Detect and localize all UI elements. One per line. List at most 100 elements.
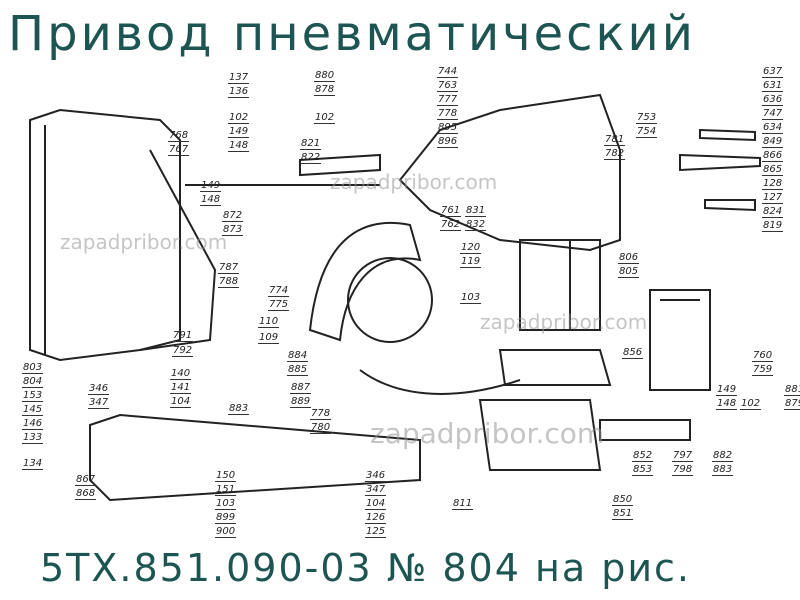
part-label: 791 bbox=[172, 330, 194, 342]
part-label: 806 bbox=[618, 252, 640, 264]
part-label: 146 bbox=[22, 418, 44, 430]
part-label: 868 bbox=[75, 488, 97, 500]
bracket bbox=[139, 149, 217, 351]
watermark: zapadpribor.com bbox=[480, 310, 648, 334]
right-parts bbox=[679, 128, 761, 212]
part-label: 883 bbox=[712, 464, 734, 476]
cylinder bbox=[519, 239, 601, 331]
part-label: 346 bbox=[88, 383, 110, 395]
part-label: 637 bbox=[762, 66, 784, 78]
part-label: 899 bbox=[215, 512, 237, 524]
part-label: 849 bbox=[762, 136, 784, 148]
housing-panel bbox=[29, 108, 181, 362]
part-label: 128 bbox=[762, 178, 784, 190]
part-label: 887 bbox=[290, 382, 312, 394]
part-label: 883 bbox=[228, 403, 250, 415]
part-label: 775 bbox=[268, 299, 290, 311]
drawing-reference: 5ТХ.851.090-03 № 804 на рис. bbox=[40, 546, 691, 590]
part-label: 778 bbox=[310, 408, 332, 420]
part-label: 747 bbox=[762, 108, 784, 120]
part-label: 778 bbox=[437, 108, 459, 120]
part-label: 744 bbox=[437, 66, 459, 78]
plate-821 bbox=[299, 153, 381, 177]
part-label: 822 bbox=[300, 152, 322, 164]
lever-arc bbox=[308, 221, 422, 342]
housing-side bbox=[29, 120, 46, 355]
part-label: 811 bbox=[452, 498, 474, 510]
part-label: 631 bbox=[762, 80, 784, 92]
part-label: 884 bbox=[287, 350, 309, 362]
watermark: zapadpribor.com bbox=[60, 230, 228, 254]
part-label: 145 bbox=[22, 404, 44, 416]
part-label: 804 bbox=[22, 376, 44, 388]
part-label: 754 bbox=[636, 126, 658, 138]
part-label: 831 bbox=[465, 205, 487, 217]
part-label: 792 bbox=[172, 345, 194, 357]
top-valve-body bbox=[398, 93, 621, 252]
part-label: 636 bbox=[762, 94, 784, 106]
part-label: 896 bbox=[437, 136, 459, 148]
part-label: 125 bbox=[365, 526, 387, 538]
part-label: 879 bbox=[784, 398, 800, 410]
part-label: 866 bbox=[762, 150, 784, 162]
part-label: 850 bbox=[612, 494, 634, 506]
part-label: 889 bbox=[290, 396, 312, 408]
part-label: 824 bbox=[762, 206, 784, 218]
part-label: 150 bbox=[215, 470, 237, 482]
part-label: 104 bbox=[170, 396, 192, 408]
part-label: 762 bbox=[440, 219, 462, 231]
part-label: 102 bbox=[228, 112, 250, 124]
part-label: 153 bbox=[22, 390, 44, 402]
part-label: 803 bbox=[22, 362, 44, 374]
part-label: 126 bbox=[365, 512, 387, 524]
part-label: 851 bbox=[612, 508, 634, 520]
part-label: 768 bbox=[168, 130, 190, 142]
part-label: 781 bbox=[604, 134, 626, 146]
part-label: 881 bbox=[784, 384, 800, 396]
part-label: 103 bbox=[460, 292, 482, 304]
part-label: 900 bbox=[215, 526, 237, 538]
part-label: 832 bbox=[465, 219, 487, 231]
part-label: 872 bbox=[222, 210, 244, 222]
part-label: 821 bbox=[300, 138, 322, 150]
part-label: 133 bbox=[22, 432, 44, 444]
part-label: 753 bbox=[636, 112, 658, 124]
part-label: 347 bbox=[365, 484, 387, 496]
part-label: 346 bbox=[365, 470, 387, 482]
base-rail bbox=[89, 413, 421, 502]
part-label: 774 bbox=[268, 285, 290, 297]
part-label: 136 bbox=[228, 86, 250, 98]
part-label: 104 bbox=[365, 498, 387, 510]
page-title: Привод пневматический bbox=[8, 6, 696, 62]
part-label: 634 bbox=[762, 122, 784, 134]
part-label: 109 bbox=[258, 332, 280, 344]
part-label: 103 bbox=[215, 498, 237, 510]
part-label: 137 bbox=[228, 72, 250, 84]
pipe bbox=[359, 369, 521, 395]
part-label: 885 bbox=[287, 364, 309, 376]
part-label: 151 bbox=[215, 484, 237, 496]
valve-block bbox=[478, 399, 602, 471]
part-label: 780 bbox=[310, 422, 332, 434]
part-label: 119 bbox=[460, 256, 482, 268]
part-label: 347 bbox=[88, 397, 110, 409]
part-label: 140 bbox=[170, 368, 192, 380]
part-label: 761 bbox=[440, 205, 462, 217]
part-label: 819 bbox=[762, 220, 784, 232]
part-label: 805 bbox=[618, 266, 640, 278]
part-label: 149 bbox=[228, 126, 250, 138]
part-label: 882 bbox=[712, 450, 734, 462]
part-label: 767 bbox=[168, 144, 190, 156]
part-label: 880 bbox=[314, 70, 336, 82]
part-label: 782 bbox=[604, 148, 626, 160]
part-label: 141 bbox=[170, 382, 192, 394]
part-label: 878 bbox=[314, 84, 336, 96]
part-label: 120 bbox=[460, 242, 482, 254]
part-label: 148 bbox=[200, 194, 222, 206]
part-label: 788 bbox=[218, 276, 240, 288]
part-label: 134 bbox=[22, 458, 44, 470]
watermark: zapadpribor.com bbox=[330, 170, 498, 194]
part-label: 853 bbox=[632, 464, 654, 476]
part-label: 102 bbox=[740, 398, 762, 410]
